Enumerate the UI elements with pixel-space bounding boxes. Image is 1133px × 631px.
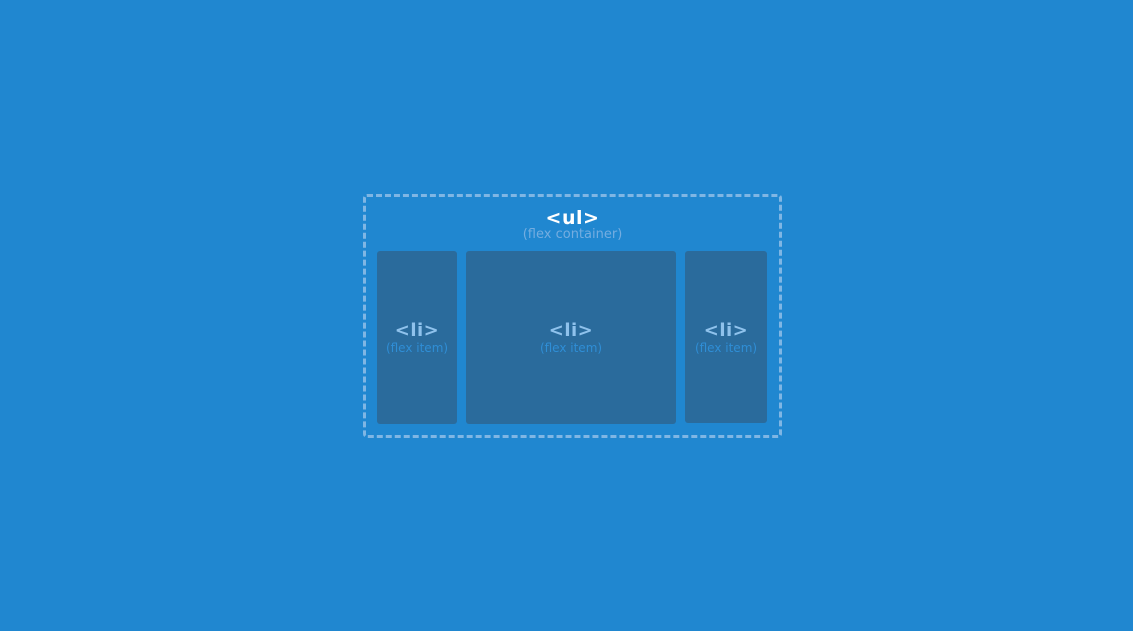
flex-container-box: <ul> (flex container) — [363, 194, 782, 438]
item-tag-label: <li> — [703, 320, 749, 341]
container-caption: (flex container) — [522, 227, 623, 242]
flex-item-1: <li> (flex item) — [377, 251, 457, 424]
container-tag-label: <ul> — [545, 207, 600, 229]
item-tag-label: <li> — [394, 320, 440, 341]
item-caption: (flex item) — [694, 341, 758, 355]
flex-item-3: <li> (flex item) — [685, 251, 767, 423]
item-caption: (flex item) — [539, 341, 603, 355]
item-tag-label: <li> — [548, 320, 594, 341]
flex-item-2: <li> (flex item) — [466, 251, 676, 424]
item-caption: (flex item) — [385, 341, 449, 355]
